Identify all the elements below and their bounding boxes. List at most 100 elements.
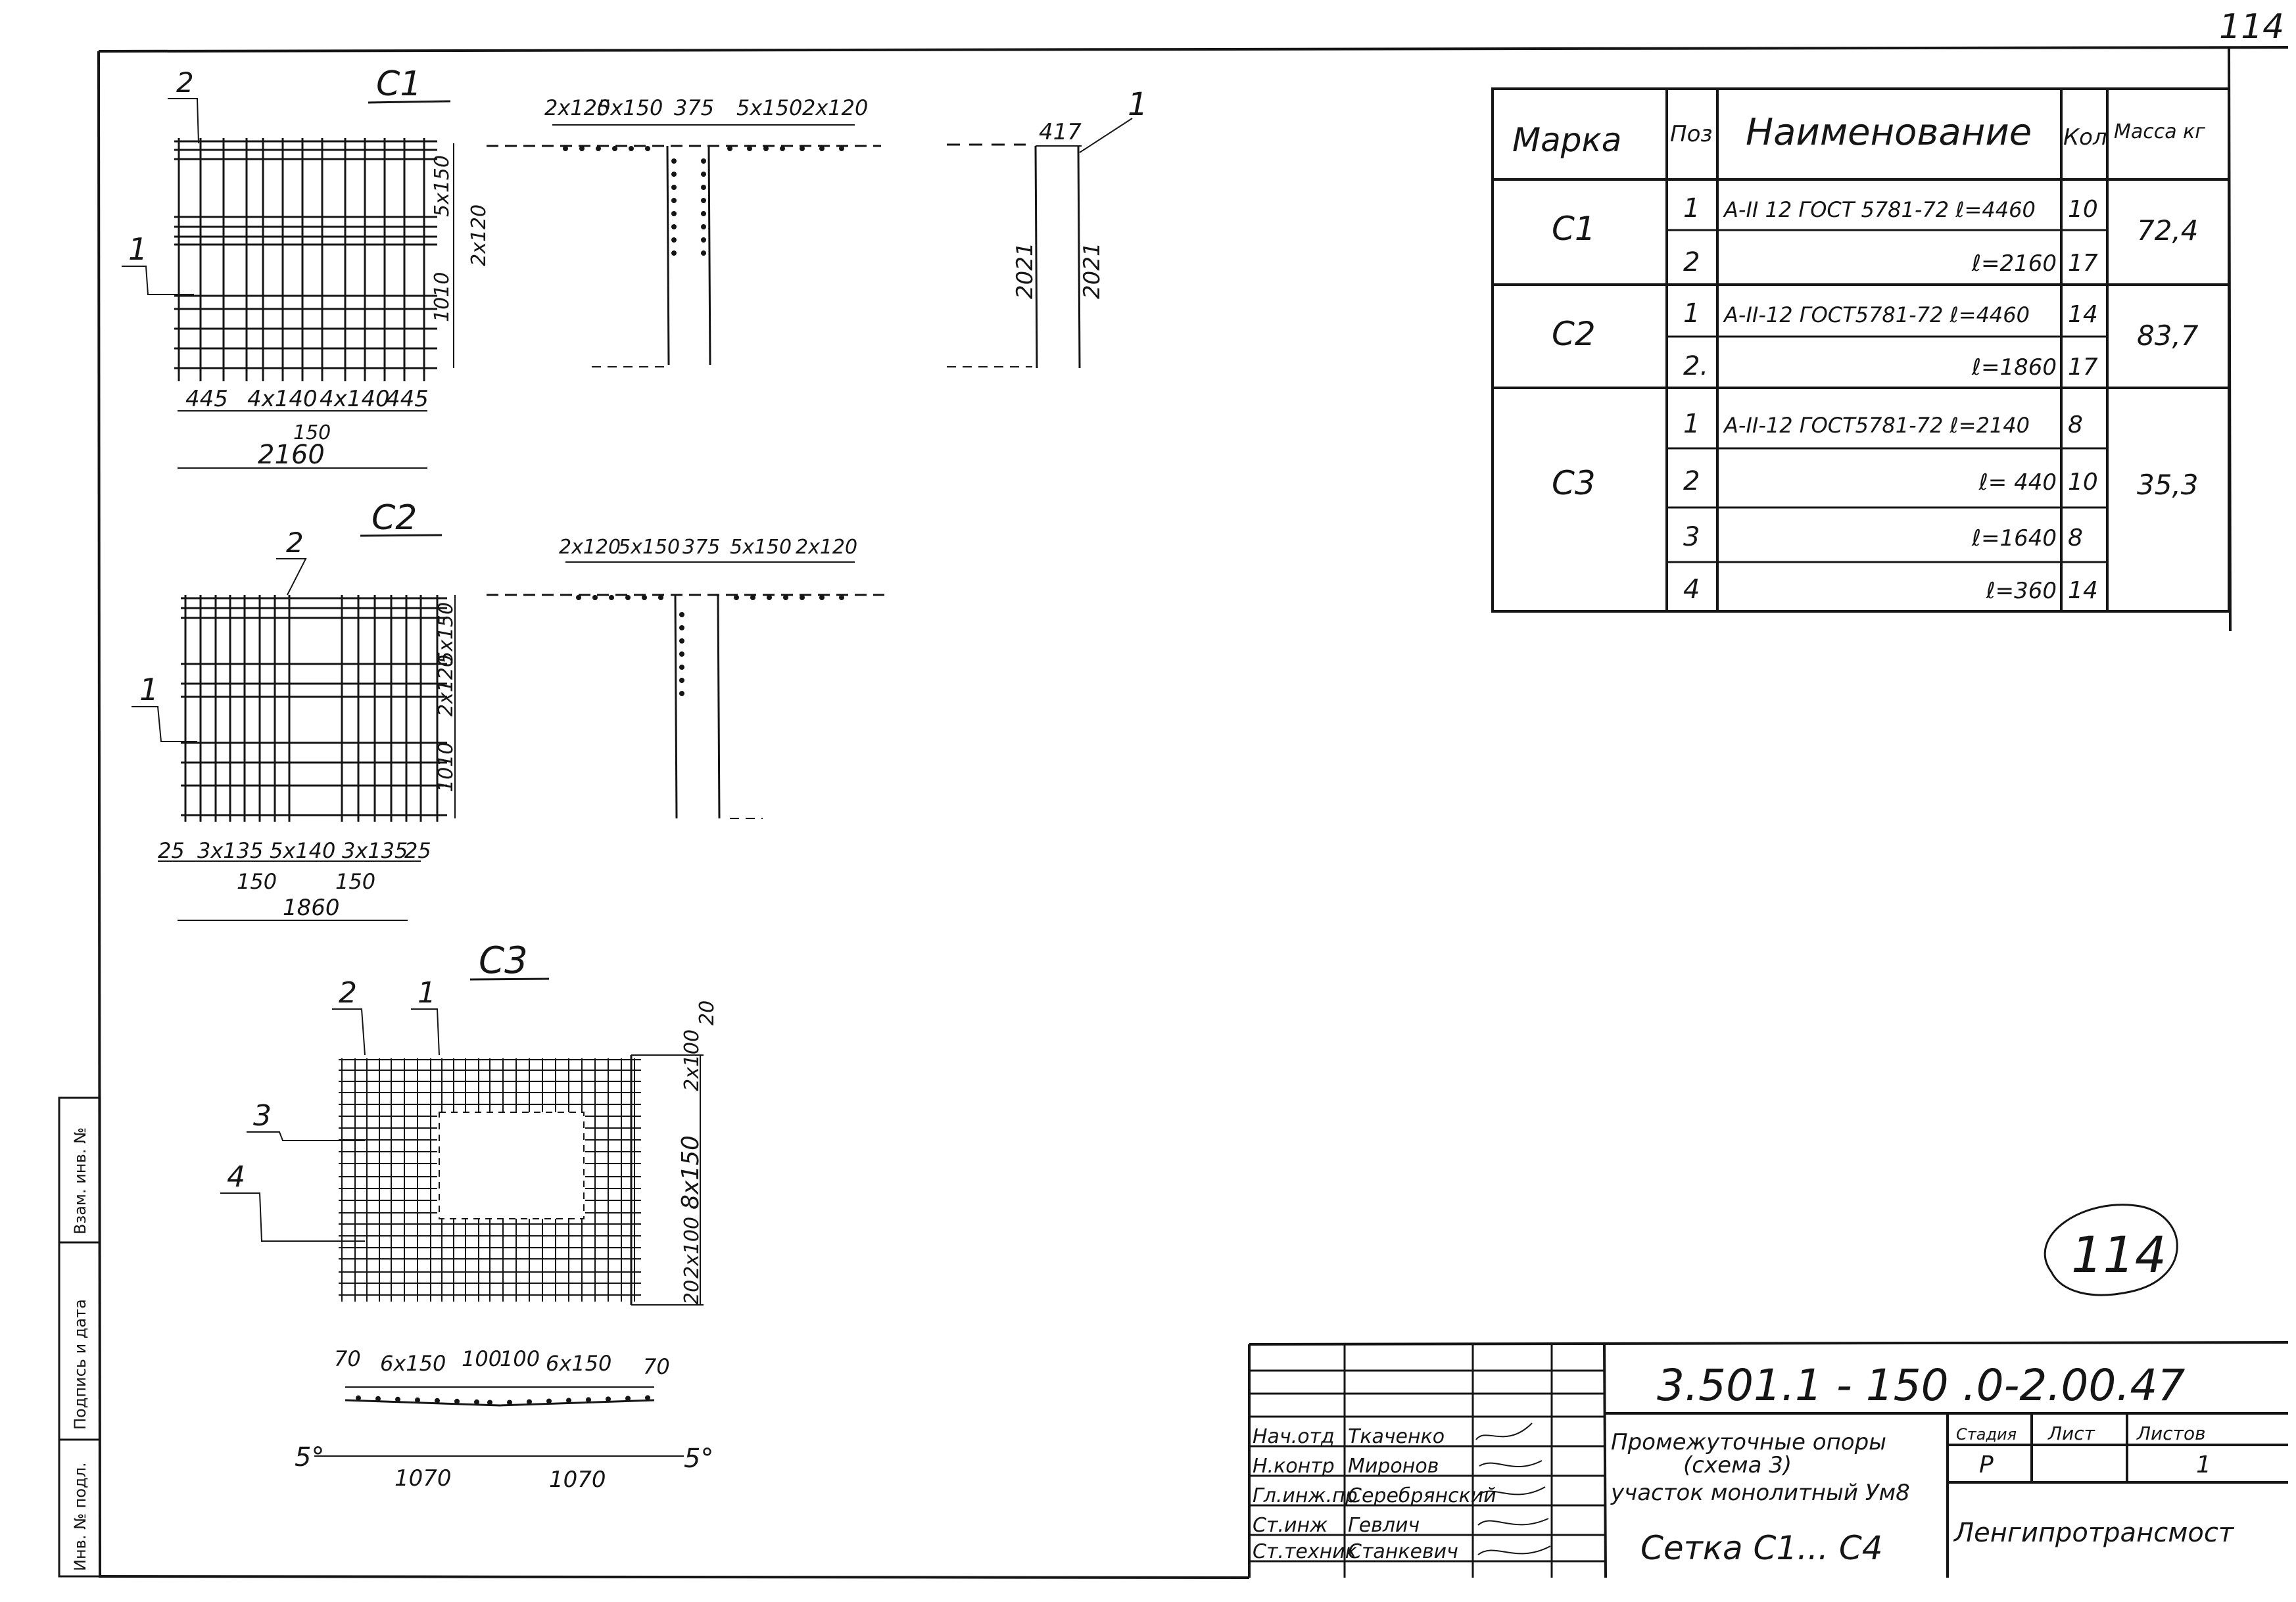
c3-bend-bar-dot: [435, 1398, 440, 1403]
c2-dim-bottom-mid-right: 150: [335, 869, 375, 894]
spec-row-name: ℓ=1860: [1971, 354, 2057, 381]
c2-dim-bottom-2: 5x140: [270, 838, 335, 863]
c2-dim-right-mid: 2x120: [435, 655, 458, 717]
title-person-role: Ст.инж: [1253, 1514, 1327, 1537]
spec-row-pos: 2: [1683, 247, 1700, 277]
c1-section-bar-dot: [727, 146, 732, 151]
title-person-name: Серебрянский: [1348, 1484, 1496, 1507]
title-description-1: Промежуточные опоры: [1611, 1429, 1886, 1455]
title-person-name: Гевлич: [1348, 1514, 1420, 1537]
spec-header-mass: Масса кг: [2114, 120, 2205, 143]
c2-section-bar-dot: [658, 595, 663, 600]
c2-section-dim-4: 2x120: [796, 536, 857, 559]
c1-dim-bottom-2: 4x140: [320, 386, 390, 412]
c3-bend-bar-dot: [566, 1398, 571, 1403]
c3-bend-bar-dot: [454, 1398, 460, 1404]
c2-section-bar-dot: [679, 678, 684, 683]
title-sheet-name: Сетка С1... С4: [1640, 1529, 1883, 1567]
c1-section-bar-dot: [701, 198, 706, 203]
spec-row-mass: 35,3: [2137, 469, 2199, 501]
spec-row-pos: 4: [1683, 575, 1700, 605]
c1-section-bar-dot: [701, 237, 706, 243]
c1-section-bar-dot: [629, 146, 634, 151]
spec-row-pos: 3: [1683, 522, 1700, 552]
c2-section-dim-0: 2x120: [559, 536, 621, 559]
title-stage: Р: [1979, 1451, 1994, 1478]
c1-mesh: [174, 138, 437, 381]
sheet-stamp-number: 114: [2071, 1225, 2166, 1284]
spec-row-pos: 2.: [1683, 351, 1708, 381]
drawing-c1-side: 417 1 2021 2021: [947, 86, 1148, 369]
c3-bend-bar-dot: [546, 1398, 552, 1404]
spec-row-name: ℓ= 440: [1978, 469, 2057, 496]
c1-section-bar-dot: [701, 185, 706, 190]
c3-bend-bar-dot: [507, 1400, 512, 1405]
spec-row-mass: 72,4: [2137, 214, 2199, 247]
c1-section-bar-dot: [671, 172, 677, 177]
c1-side-callout: 1: [1128, 86, 1148, 123]
spec-row-qty: 8: [2068, 412, 2083, 438]
c2-section-bar-dot: [679, 651, 684, 657]
title-person-role: Н.контр: [1253, 1455, 1335, 1478]
c3-bend-bars: [356, 1395, 650, 1405]
drawing-c1: С1 2 1 5x150 2x120 1010 445 4x140 4x140 …: [122, 64, 490, 470]
c3-bend-dim-bottom-0: 1070: [395, 1465, 452, 1492]
spec-row-pos: 1: [1683, 193, 1700, 224]
c1-section-dim-0: 2x120: [544, 95, 610, 120]
c1-section-bar-dot: [780, 146, 785, 151]
side-stamp: Инв. № подл. Подпись и дата Взам. инв. №: [58, 1096, 101, 1578]
c1-dim-right-top: 5x150: [431, 155, 454, 217]
title-person-role: Ст.техник: [1253, 1540, 1357, 1563]
title-sheets: 1: [2196, 1451, 2211, 1478]
c3-bend-angle-right: 5°: [684, 1444, 713, 1474]
spec-row-name: А-II 12 ГОСТ 5781-72 ℓ=4460: [1723, 197, 2036, 222]
c1-section-bar-dot: [671, 211, 677, 216]
side-stamp-cell-inv: Инв. № подл.: [71, 1462, 89, 1571]
drawing-c3: С3 2 1 3 4 20 2x100 8x150 2x100 20: [220, 939, 719, 1306]
c1-side-dim-left: 2021: [1012, 242, 1038, 299]
title-person-name: Миронов: [1348, 1455, 1439, 1478]
c2-section-bar-dot: [592, 595, 598, 600]
c1-dim-bottom-3: 445: [386, 386, 429, 412]
c1-title: С1: [376, 64, 421, 104]
c3-bend-bar-dot: [487, 1400, 492, 1405]
spec-row-name: ℓ=2160: [1971, 250, 2057, 277]
c3-bend-bar-dot: [474, 1399, 479, 1405]
c2-section-bar-dot: [783, 595, 788, 600]
c3-bend-dim-top-2: 100: [462, 1346, 502, 1371]
spec-row-name: ℓ=360: [1986, 578, 2057, 604]
c2-mesh: [181, 595, 447, 822]
c2-dim-bottom-total: 1860: [283, 895, 340, 921]
side-stamp-cell-signature: Подпись и дата: [71, 1299, 89, 1430]
spec-header-mark: Марка: [1512, 121, 1621, 159]
c1-section-bar-dot: [645, 146, 650, 151]
c3-bend-angle-left: 5°: [295, 1442, 324, 1472]
spec-row-qty: 17: [2068, 354, 2098, 381]
c1-section-bar-dot: [563, 146, 568, 151]
c2-section-bar-dot: [679, 612, 684, 617]
c3-bend-bar-dot: [375, 1396, 381, 1402]
title-person-name: Станкевич: [1348, 1540, 1458, 1563]
c1-section-bar-dot: [701, 172, 706, 177]
c2-section-dim-2: 375: [682, 536, 720, 559]
spec-row-qty: 14: [2068, 301, 2098, 328]
title-sheets-header: Листов: [2136, 1423, 2206, 1444]
c1-callout-left: 1: [128, 231, 147, 267]
c1-side-dim-right: 2021: [1079, 242, 1105, 299]
drawing-c2: С2 2 1 5x150 2x120 1010 25 3x135 5x140 3…: [132, 498, 458, 921]
c3-bend-dim-top-0: 70: [334, 1346, 361, 1371]
c2-section-bar-dot: [767, 595, 772, 600]
c1-dim-bottom-1: 4x140: [247, 386, 318, 412]
sheet-frame: [97, 46, 2289, 1579]
c3-opening: [439, 1112, 585, 1219]
c1-section-bar-dot: [612, 146, 617, 151]
c1-section-bar-dot: [701, 224, 706, 229]
c3-bend-bar-dot: [625, 1396, 631, 1402]
c2-section-bar-dot: [734, 595, 739, 600]
spec-row-qty: 10: [2068, 196, 2098, 223]
c1-section-bar-dot: [763, 146, 769, 151]
drawing-c1-section: 2x120 5x150 375 5x150 2x120: [487, 95, 881, 367]
c2-dim-bottom-3: 3x135: [342, 838, 408, 863]
c1-section-bar-dot: [701, 250, 706, 256]
